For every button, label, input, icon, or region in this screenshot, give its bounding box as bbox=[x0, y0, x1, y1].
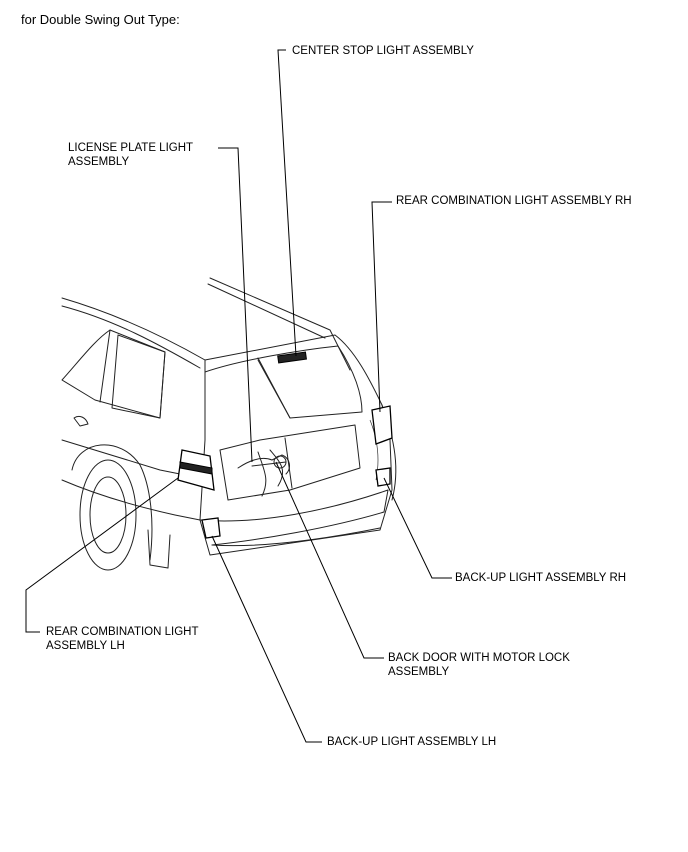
diagram-heading: for Double Swing Out Type: bbox=[21, 12, 180, 27]
rear-wheel bbox=[79, 459, 137, 571]
roof-rail-inner bbox=[207, 283, 326, 339]
back-door-split bbox=[284, 437, 293, 489]
roof-side-line bbox=[61, 305, 201, 369]
leader-backup-lh bbox=[211, 535, 322, 743]
side-pillar bbox=[99, 329, 111, 403]
callout-back-door-motor-lock: BACK DOOR WITH MOTOR LOCK ASSEMBLY bbox=[388, 651, 570, 679]
bumper-lower bbox=[211, 527, 381, 547]
callout-license-plate-line-2: ASSEMBLY bbox=[68, 156, 130, 168]
leader-license-plate bbox=[218, 147, 253, 463]
backup-light-rh bbox=[375, 467, 391, 487]
license-plate-light bbox=[237, 454, 290, 475]
roof-rail bbox=[209, 277, 351, 371]
leader-center-stop bbox=[277, 49, 297, 357]
callout-back-door-line-1: BACK DOOR WITH MOTOR LOCK bbox=[388, 652, 570, 664]
callout-backup-rh-line-1: BACK-UP LIGHT ASSEMBLY RH bbox=[455, 572, 627, 584]
callout-rear-combination-light-rh: REAR COMBINATION LIGHT ASSEMBLY RH bbox=[396, 194, 632, 208]
callout-backup-light-lh: BACK-UP LIGHT ASSEMBLY LH bbox=[327, 735, 496, 749]
rear-combination-light-lh-lens bbox=[179, 461, 213, 475]
side-window-front bbox=[61, 329, 166, 419]
rear-combination-light-rh bbox=[371, 405, 393, 445]
callout-rear-combination-light-lh: REAR COMBINATION LIGHT ASSEMBLY LH bbox=[46, 625, 199, 653]
callout-rear-comb-lh-line-1: REAR COMBINATION LIGHT bbox=[46, 626, 199, 638]
rear-body-outline bbox=[199, 359, 393, 556]
callout-backup-light-rh: BACK-UP LIGHT ASSEMBLY RH bbox=[455, 571, 626, 585]
wheel-arch bbox=[71, 444, 153, 561]
side-door-handle bbox=[73, 415, 89, 427]
back-door-lock-harness bbox=[251, 449, 287, 497]
callout-license-plate-light: LICENSE PLATE LIGHT ASSEMBLY bbox=[68, 141, 193, 169]
callout-back-door-line-2: ASSEMBLY bbox=[388, 666, 450, 678]
roof-edge bbox=[61, 297, 383, 406]
callout-center-stop-light: CENTER STOP LIGHT ASSEMBLY bbox=[292, 44, 474, 58]
rear-bumper bbox=[199, 489, 389, 546]
rear-wheel-hub bbox=[89, 476, 127, 554]
back-door-lock bbox=[273, 455, 287, 469]
backup-light-lh bbox=[201, 517, 221, 539]
mud-flap bbox=[147, 529, 171, 569]
side-lower bbox=[61, 479, 201, 521]
back-door-panel bbox=[219, 424, 361, 501]
callout-rear-comb-lh-line-2: ASSEMBLY LH bbox=[46, 640, 125, 652]
leader-back-door bbox=[275, 461, 384, 659]
leader-rear-comb-lh bbox=[25, 477, 179, 633]
callout-backup-lh-line-1: BACK-UP LIGHT ASSEMBLY LH bbox=[327, 736, 497, 748]
callout-rear-comb-rh-line-1: REAR COMBINATION LIGHT ASSEMBLY RH bbox=[396, 195, 632, 207]
center-stop-light bbox=[277, 351, 307, 364]
callout-license-plate-line-1: LICENSE PLATE LIGHT bbox=[68, 142, 194, 154]
leader-rear-comb-rh bbox=[371, 201, 392, 413]
callout-center-stop-line-1: CENTER STOP LIGHT ASSEMBLY bbox=[292, 45, 474, 57]
rear-window-split bbox=[257, 357, 291, 419]
leader-backup-rh bbox=[383, 477, 452, 579]
side-window-rear bbox=[111, 334, 166, 419]
